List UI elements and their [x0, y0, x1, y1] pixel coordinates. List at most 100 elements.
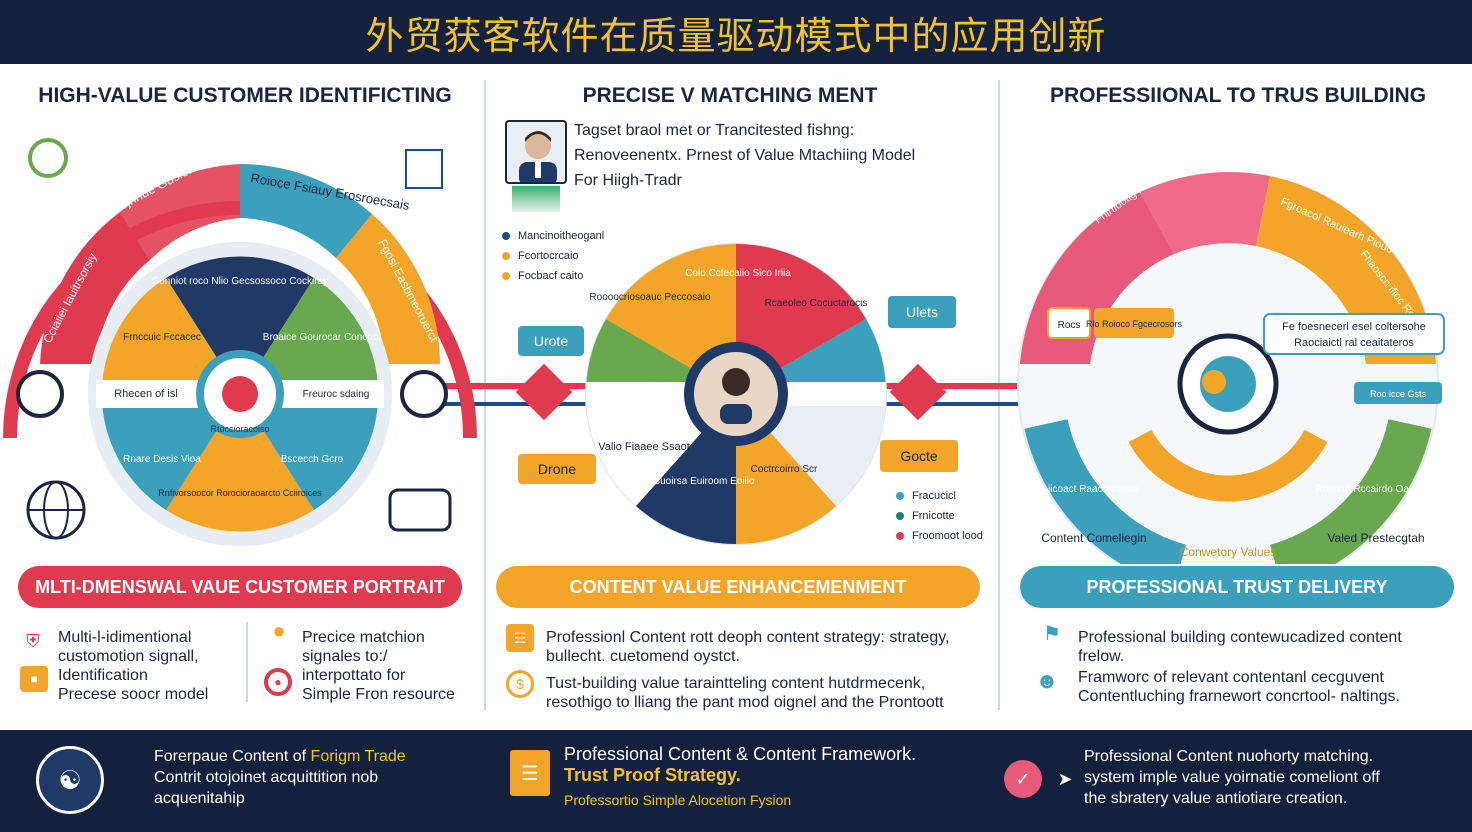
description-line: interpottato for	[302, 667, 406, 684]
target-icon: ●	[264, 668, 292, 696]
middle-wheel-label-6: Coctrcoirro Scr	[751, 464, 818, 475]
column-heading-identification: HIGH-VALUE CUSTOMER IDENTIFICTING	[38, 84, 452, 107]
footer-left-text: Forerpaue Content of Forigm Trade Contri…	[154, 746, 484, 809]
wheel-segment-orange	[166, 394, 314, 532]
right-bottom-label-1: Fcooiicoact Raaocaiaeoe	[1026, 484, 1139, 495]
legend-label: Frnicotte	[912, 510, 955, 522]
top-legend: Mancinoitheoganl Fcortocrcaio Focbacf ca…	[502, 226, 604, 286]
tag-urote	[518, 326, 584, 356]
section-pill-enhancement: CONTENT VALUE ENHANCEMENMENT	[496, 566, 980, 608]
avatar-accent-bar	[512, 186, 560, 212]
wheel-segment-navy	[166, 256, 314, 394]
tag-gocte-label: Gocte	[900, 448, 938, 464]
wheel-segment-green	[240, 278, 378, 394]
description-divider	[246, 622, 248, 702]
middle-wheel-label-1: Colo Ccfecaiio Sico Iriia	[685, 268, 791, 279]
description-middle-a: Professionl Content rott deoph content s…	[546, 628, 986, 666]
description-line: signales to:/	[302, 648, 388, 665]
legend-label: Mancinoitheoganl	[518, 230, 605, 242]
intro-line: For Hiigh-Tradr	[574, 172, 682, 189]
wheel-segment-teal-2	[102, 394, 240, 510]
emblem-icon: ☯	[36, 746, 104, 814]
column-heading-matching: PRECISE V MATCHING MENT	[582, 84, 878, 107]
description-line: Precese soocr model	[58, 686, 209, 703]
footer-right-line: system imple value yoirnatie comeliont o…	[1084, 769, 1380, 786]
pin-icon: ⚑	[1043, 622, 1061, 645]
description-line: Simple Fron resource	[302, 686, 455, 703]
diagram-canvas: Aijhriue Gusicaves Roioce Fsiauy Erosroe…	[3, 138, 1445, 564]
footer-left-line: Forerpaue Content of Forigm Trade	[154, 746, 484, 767]
shield-icon: ⛨	[26, 630, 40, 651]
description-line: frelow.	[1078, 648, 1125, 665]
description-line: customotion signall,	[58, 648, 199, 665]
intro-line: Renoveenentx. Prnest of Value Mtachiing …	[574, 147, 916, 164]
wheel-hub-core	[222, 376, 258, 412]
wheel-label-3: Bscecch Gcro	[281, 454, 344, 465]
description-line: Multi-l-idimentional	[58, 629, 192, 646]
wheel-label-2: Broaice Gourocar Concoof	[263, 332, 382, 343]
arc-segment-red-2	[120, 164, 240, 260]
tag-urote-label: Urote	[534, 333, 568, 349]
arc-segment-orange	[336, 214, 440, 364]
connector-diamond-left	[515, 363, 573, 421]
tag-drone-label: Drone	[538, 461, 576, 477]
section-pill-trust: PROFESSIONAL TRUST DELIVERY	[1020, 566, 1454, 608]
legend-dot	[502, 252, 510, 260]
description-right-a: Professional building contewucadized con…	[1078, 628, 1458, 666]
legend-label: Fcortocrcaio	[518, 250, 579, 262]
callout-box-line1: Fe foesnecerl esel coltersohe	[1282, 321, 1426, 333]
description-middle-b: Tust-building value taraintteling conten…	[546, 674, 986, 712]
right-arc-pink-2	[1140, 172, 1270, 254]
right-bottom-label-2: Content Comeliegin	[1041, 531, 1146, 545]
description-left-a: Multi-l-idimentional customotion signall…	[58, 628, 258, 704]
briefcase-icon: ■	[20, 666, 48, 692]
arc-segment-teal	[240, 164, 372, 258]
arc-segment-red	[40, 212, 150, 364]
description-line: Professional building contewucadized con…	[1078, 629, 1402, 646]
node-icon-left	[16, 370, 64, 418]
page-title: 外贸获客软件在质量驱动模式中的应用创新	[365, 13, 1107, 58]
intro-line: Tagset braol met or Trancitested fishng:	[574, 122, 855, 139]
connector-diamond-right	[889, 363, 947, 421]
middle-wheel-label-5: Buoirsa Euiroom Eoiiio	[653, 476, 755, 487]
callout-box-line2: Raociaictl ral ceaitateros	[1294, 337, 1414, 349]
tag-ulets	[888, 296, 956, 328]
title-bar: 外贸获客软件在质量驱动模式中的应用创新	[0, 0, 1472, 64]
legend-label: Focbacf caito	[518, 270, 584, 282]
middle-hub-shirt	[720, 404, 752, 424]
legend-dot	[896, 492, 904, 500]
callout-rocs	[1047, 307, 1091, 339]
footer-middle-line: Professional Content & Content Framework…	[564, 744, 917, 764]
legend-dot	[896, 512, 904, 520]
middle-hub-hair	[722, 368, 750, 396]
legend-item: Froomoot lood	[896, 526, 983, 546]
description-line: Precice matchion	[302, 629, 425, 646]
intro-text: Tagset braol met or Trancitested fishng:…	[574, 118, 984, 193]
footer-left-line: Contrit otojoinet acquittition nob	[154, 769, 379, 786]
legend-item: Fracucicl	[896, 486, 983, 506]
lightbulb-icon: ●	[272, 618, 286, 643]
wheel-label-5: Rnare Desis Vioa	[123, 454, 201, 465]
middle-wheel-label-2: Rcaeoleo Cocuctarocis	[765, 298, 868, 309]
middle-wheel-label-3: Roooocriosoauc Peccosaio	[589, 292, 711, 303]
presenter-icon: ☻	[1035, 668, 1059, 693]
right-lower-arc-orange	[1128, 429, 1328, 502]
document-icon: ☰	[510, 750, 550, 796]
right-bottom-label-3: Conwetory Values	[1180, 545, 1277, 559]
person-icon	[519, 131, 557, 182]
description-line: Professionl Content rott deoph content s…	[546, 629, 950, 646]
footer-right-line: the sbratery value antiotiare creation.	[1084, 790, 1348, 807]
legend-dot	[896, 532, 904, 540]
description-line: Framworc of relevant contentanl cecguven…	[1078, 669, 1384, 686]
wheel-label-1: Conniot roco Nlio Gecsossoco Cockiray	[152, 276, 328, 287]
column-divider	[998, 80, 1000, 710]
callout-orange	[1094, 308, 1174, 338]
description-line: Identification	[58, 667, 148, 684]
legend-item: Frnicotte	[896, 506, 983, 526]
legend-label: Froomoot lood	[912, 530, 983, 542]
right-lower-arc-green	[1269, 418, 1432, 564]
wheel-label-4: Rnfivorsoocor Rorocioraoarcto Cciiroices	[158, 488, 322, 498]
middle-wheel-label-4: Valio Fiaaee Ssaot	[598, 441, 690, 453]
footer-middle-sub: Professortio Simple Alocetion Fysion	[564, 792, 792, 808]
footer-middle-highlight: Trust Proof Strategy.	[564, 765, 741, 785]
